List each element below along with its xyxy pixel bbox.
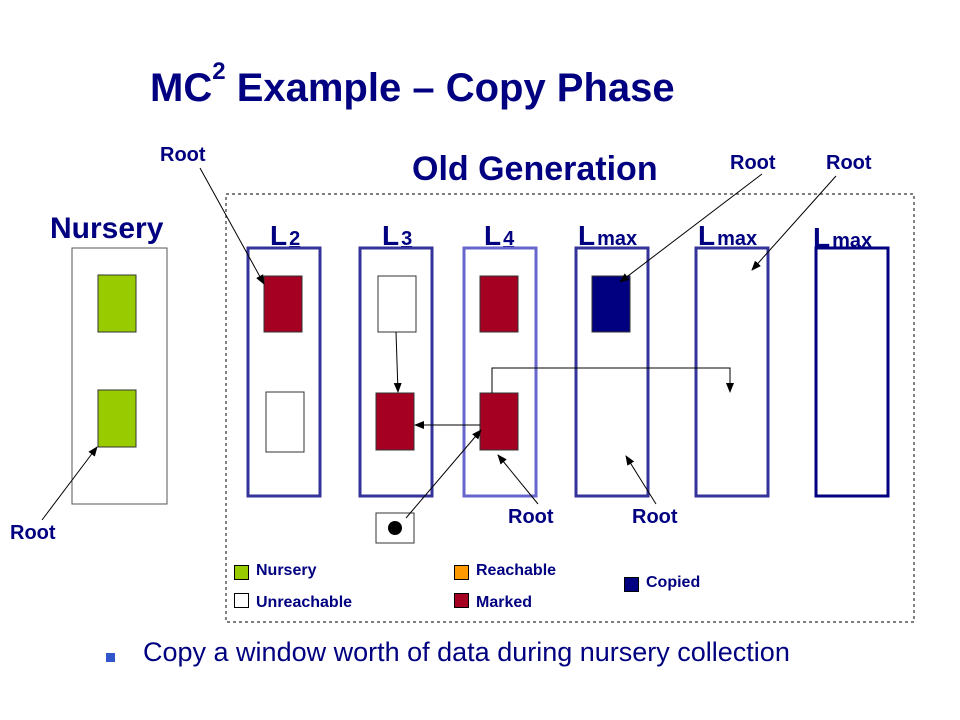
legend-label-nursery: Nursery: [256, 562, 317, 579]
pointer-l3-to-l3: [393, 331, 402, 393]
l2-unreachable-object: [265, 391, 305, 453]
root-label-lmax-bottom: Root: [632, 506, 678, 528]
root-arrow-l2: [199, 167, 265, 285]
legend-swatch-nursery: [234, 565, 249, 580]
root-label-nursery: Root: [10, 522, 56, 544]
legend-label-reachable: Reachable: [476, 562, 557, 579]
root-arrow-lmax-bottom: [625, 455, 657, 505]
root-arrow-nursery: [41, 446, 98, 521]
root-label-lmax-1: Root: [730, 152, 776, 174]
nursery-object-1: [97, 274, 137, 333]
root-arrow-lmax-1: [619, 173, 763, 283]
pointer-l4-to-lmax: [491, 367, 734, 393]
bullet-text: Copy a window worth of data during nurse…: [143, 637, 790, 667]
root-label-l4: Root: [508, 506, 554, 528]
l3-marked-object: [375, 392, 415, 451]
old-generation-region: [225, 193, 915, 623]
root-label-l2: Root: [160, 144, 206, 166]
legend-swatch-unreachable: [234, 593, 249, 608]
lmax-copied-object: [591, 275, 631, 333]
old-generation-label: Old Generation: [412, 150, 658, 188]
legend-label-copied: Copied: [646, 574, 701, 591]
root-arrow-l3-from-null: [405, 429, 482, 519]
l4-marked-object-top: [479, 275, 519, 333]
slide-title: MC2 Example – Copy Phase: [150, 58, 675, 111]
nursery-label: Nursery: [50, 212, 164, 245]
belt-l3: [358, 246, 434, 498]
belt-l2: [246, 246, 322, 498]
legend-swatch-reachable: [454, 565, 469, 580]
bullet-marker: [106, 653, 115, 662]
null-pointer-dot: [388, 521, 402, 535]
legend-label-unreachable: Unreachable: [256, 594, 353, 611]
nursery-object-2: [97, 389, 137, 448]
l3-unreachable-object: [377, 275, 417, 333]
belt-lmax-1: [574, 246, 650, 498]
legend-swatch-copied: [624, 577, 639, 592]
root-arrow-lmax-2: [751, 175, 837, 271]
legend-swatch-marked: [454, 593, 469, 608]
belt-lmax-2: [694, 246, 770, 498]
l2-marked-object: [263, 275, 303, 333]
l4-marked-object-bottom: [479, 392, 519, 451]
root-arrow-l4: [497, 454, 539, 505]
legend-label-marked: Marked: [476, 594, 533, 611]
belt-l4: [462, 246, 538, 498]
root-label-lmax-2: Root: [826, 152, 872, 174]
belt-lmax-3: [814, 246, 890, 498]
